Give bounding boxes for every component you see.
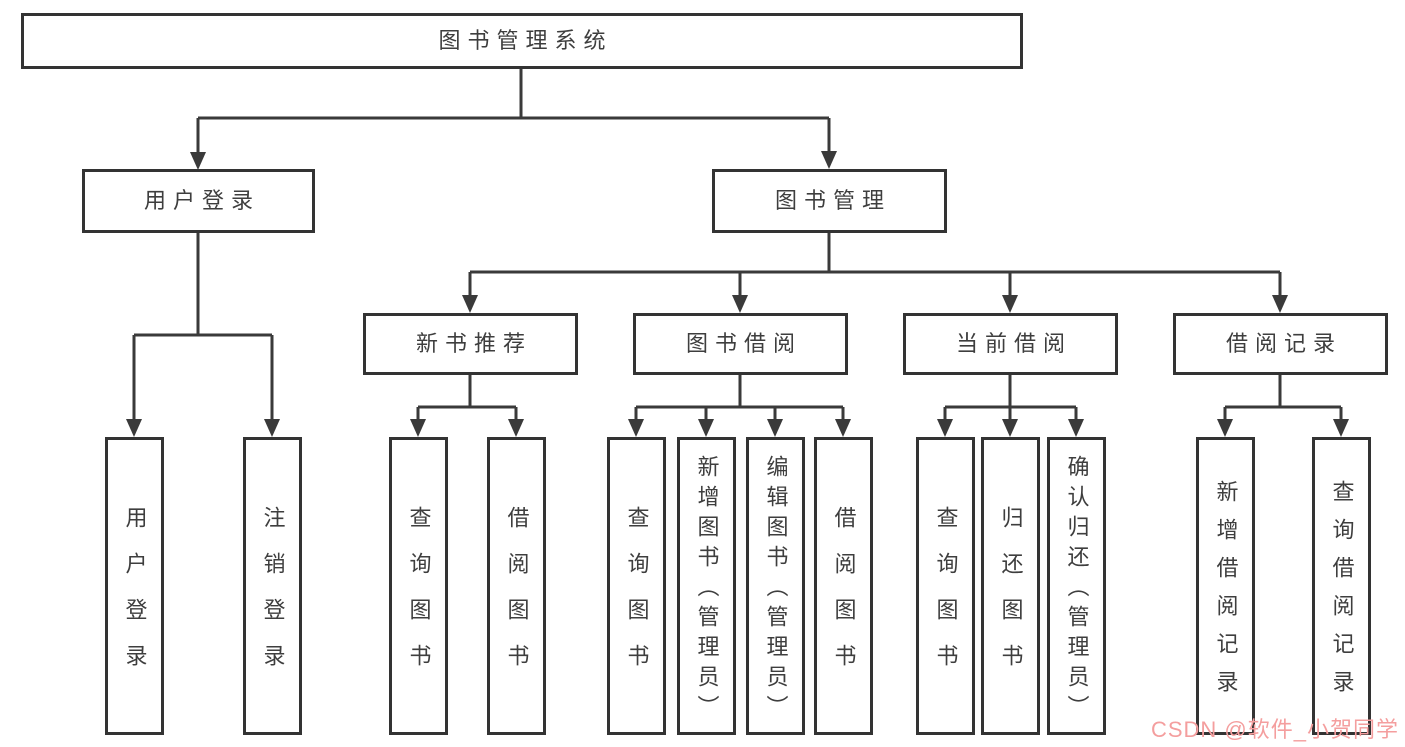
leaf-logout: 注销登录	[243, 437, 302, 735]
node-label: 借阅图书	[831, 506, 857, 690]
node-label: 图书借阅	[685, 330, 802, 356]
watermark: CSDN @软件_小贺同学	[1150, 717, 1399, 742]
node-book-borrow: 图书借阅	[633, 313, 848, 375]
node-new-book-recommend: 新书推荐	[363, 313, 578, 375]
node-label: 用户登录	[122, 506, 148, 690]
node-label: 当前借阅	[955, 330, 1072, 356]
node-library-management-system: 图书管理系统	[21, 13, 1023, 69]
node-label: 借阅图书	[504, 506, 530, 690]
node-label: 新增图书（管理员）	[694, 455, 720, 725]
node-borrow-records: 借阅记录	[1173, 313, 1388, 375]
node-label: 新增借阅记录	[1213, 480, 1239, 708]
node-label: 确认归还（管理员）	[1064, 455, 1090, 725]
leaf-add-books-admin: 新增图书（管理员）	[677, 437, 736, 735]
node-label: 编辑图书（管理员）	[763, 455, 789, 725]
node-label: 查询图书	[933, 506, 959, 690]
node-label: 注销登录	[260, 506, 286, 690]
node-current-borrow: 当前借阅	[903, 313, 1118, 375]
node-label: 用户登录	[143, 187, 260, 213]
node-label: 查询图书	[406, 506, 432, 690]
node-label: 查询图书	[624, 506, 650, 690]
node-label: 归还图书	[998, 506, 1024, 690]
leaf-borrow-books: 借阅图书	[814, 437, 873, 735]
leaf-query-books-current: 查询图书	[916, 437, 975, 735]
node-label: 图书管理	[774, 187, 891, 213]
node-book-management: 图书管理	[712, 169, 947, 233]
leaf-return-books: 归还图书	[981, 437, 1040, 735]
node-label: 新书推荐	[415, 330, 532, 356]
leaf-borrow-books-recommend: 借阅图书	[487, 437, 546, 735]
node-user-login: 用户登录	[82, 169, 315, 233]
arrowheads	[126, 151, 1349, 437]
node-label: 图书管理系统	[438, 27, 613, 53]
leaf-confirm-return-admin: 确认归还（管理员）	[1047, 437, 1106, 735]
leaf-user-login: 用户登录	[105, 437, 164, 735]
leaf-query-borrow-record: 查询借阅记录	[1312, 437, 1371, 735]
node-label: 借阅记录	[1225, 330, 1342, 356]
leaf-add-borrow-record: 新增借阅记录	[1196, 437, 1255, 735]
leaf-edit-books-admin: 编辑图书（管理员）	[746, 437, 805, 735]
leaf-query-books-borrow: 查询图书	[607, 437, 666, 735]
node-label: 查询借阅记录	[1329, 480, 1355, 708]
leaf-query-books-recommend: 查询图书	[389, 437, 448, 735]
